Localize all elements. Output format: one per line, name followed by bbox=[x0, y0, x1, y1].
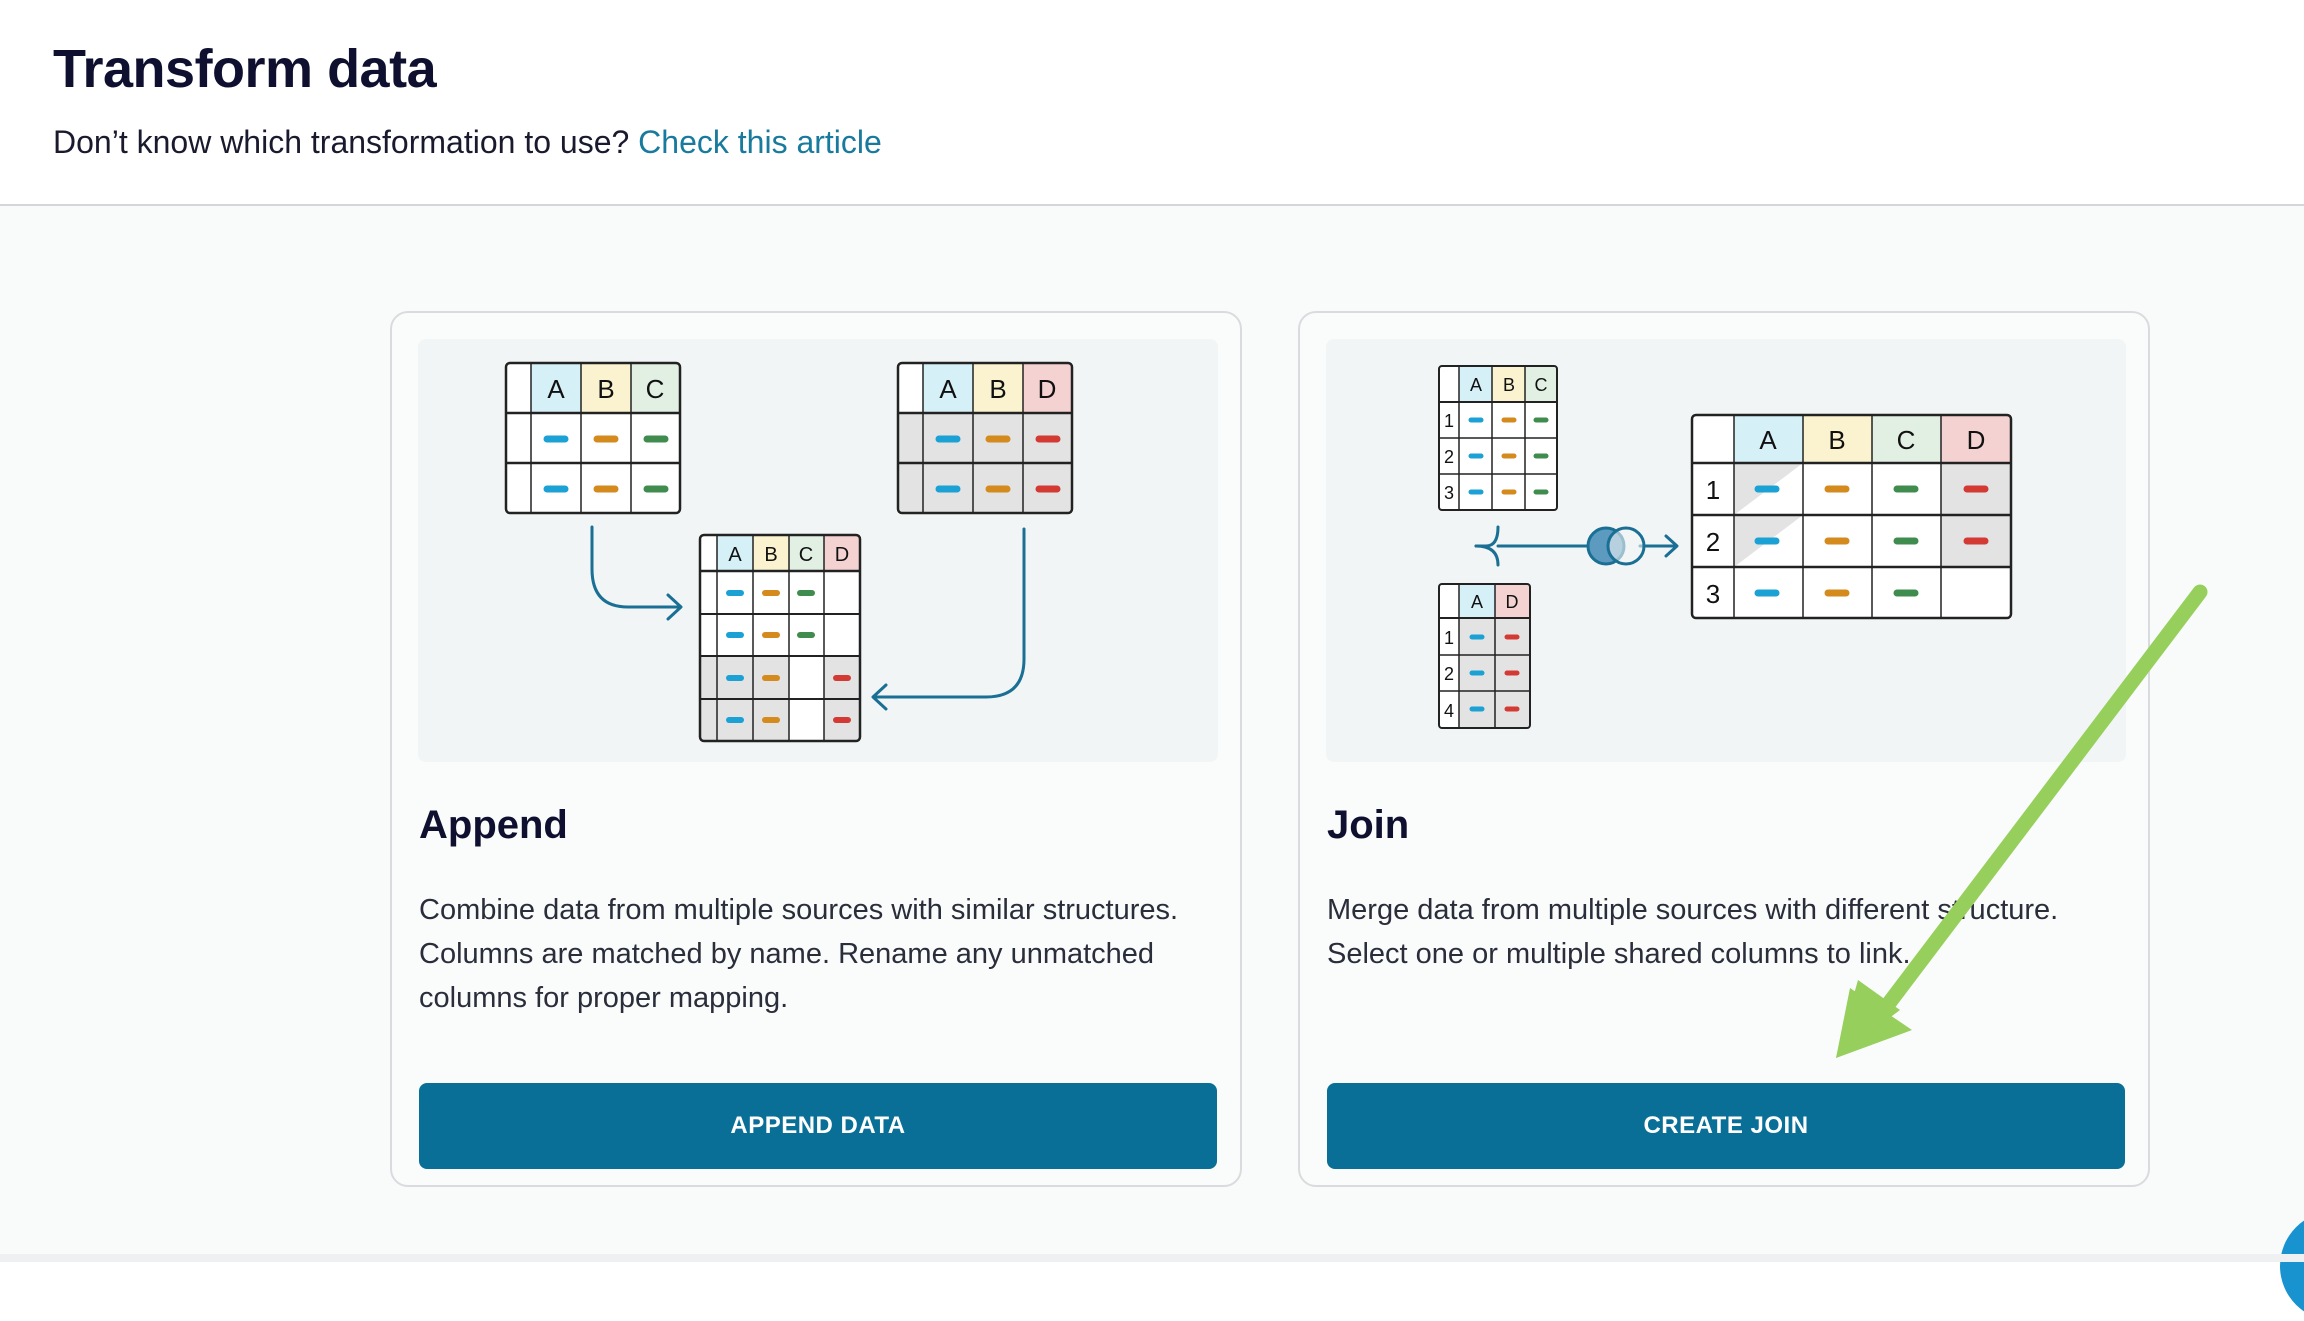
bottom-strip bbox=[0, 1254, 2304, 1262]
page-header: Transform data Don’t know which transfor… bbox=[0, 0, 2304, 206]
row-label-1: 1 bbox=[1444, 411, 1454, 431]
append-card: A B C bbox=[390, 311, 1242, 1187]
main-content: A B C bbox=[0, 206, 2304, 1321]
header-a: A bbox=[939, 374, 957, 404]
page-title: Transform data bbox=[53, 39, 437, 99]
header-a: A bbox=[1471, 592, 1483, 612]
check-article-link[interactable]: Check this article bbox=[638, 124, 882, 160]
header-a: A bbox=[1470, 375, 1482, 395]
header-c: C bbox=[646, 374, 665, 404]
curved-arrow-icon bbox=[590, 525, 683, 621]
create-join-button[interactable]: CREATE JOIN bbox=[1327, 1083, 2125, 1169]
curved-arrow-icon bbox=[871, 527, 1026, 711]
header-d: D bbox=[1038, 374, 1057, 404]
row-label-1: 1 bbox=[1444, 628, 1454, 648]
row-label-2: 2 bbox=[1706, 527, 1720, 557]
header-b: B bbox=[764, 544, 777, 566]
append-illustration: A B C bbox=[418, 339, 1218, 762]
header-c: C bbox=[1535, 375, 1548, 395]
join-card: A B C 1 2 3 bbox=[1298, 311, 2150, 1187]
append-card-title: Append bbox=[419, 803, 568, 847]
append-card-description: Combine data from multiple sources with … bbox=[419, 894, 1179, 1014]
subtitle-text: Don’t know which transformation to use? bbox=[53, 124, 630, 160]
append-source-table-1: A B C bbox=[504, 361, 682, 515]
row-label-1: 1 bbox=[1706, 475, 1720, 505]
venn-join-icon bbox=[1586, 526, 1646, 566]
header-a: A bbox=[547, 374, 565, 404]
row-label-2: 2 bbox=[1444, 447, 1454, 467]
header-b: B bbox=[1828, 425, 1845, 455]
append-result-table: A B C D bbox=[698, 533, 862, 743]
join-source-table-1: A B C 1 2 3 bbox=[1438, 365, 1558, 511]
row-label-4: 4 bbox=[1444, 701, 1454, 721]
row-label-3: 3 bbox=[1706, 579, 1720, 609]
join-card-description: Merge data from multiple sources with di… bbox=[1327, 894, 2059, 970]
append-diagram: A B C bbox=[504, 361, 1074, 743]
header-a: A bbox=[728, 544, 742, 566]
header-a: A bbox=[1759, 425, 1777, 455]
header-b: B bbox=[989, 374, 1006, 404]
header-d: D bbox=[835, 544, 849, 566]
page-subtitle: Don’t know which transformation to use? … bbox=[53, 124, 882, 161]
header-c: C bbox=[1897, 425, 1916, 455]
append-source-table-2: A B D bbox=[896, 361, 1074, 515]
header-b: B bbox=[1503, 375, 1515, 395]
help-chat-bubble[interactable] bbox=[2280, 1211, 2304, 1321]
header-d: D bbox=[1967, 425, 1986, 455]
header-b: B bbox=[597, 374, 614, 404]
row-label-3: 3 bbox=[1444, 483, 1454, 503]
join-source-table-2: A D 1 2 4 bbox=[1438, 583, 1531, 729]
row-label-2: 2 bbox=[1444, 664, 1454, 684]
join-card-title: Join bbox=[1327, 803, 1410, 847]
join-illustration: A B C 1 2 3 bbox=[1326, 339, 2126, 762]
header-d: D bbox=[1506, 592, 1519, 612]
join-diagram: A B C 1 2 3 bbox=[1438, 365, 2013, 729]
append-data-button[interactable]: APPEND DATA bbox=[419, 1083, 1217, 1169]
join-result-table: A B C D 1 2 3 bbox=[1690, 413, 2013, 620]
header-c: C bbox=[799, 544, 813, 566]
join-connector bbox=[1474, 525, 1679, 567]
